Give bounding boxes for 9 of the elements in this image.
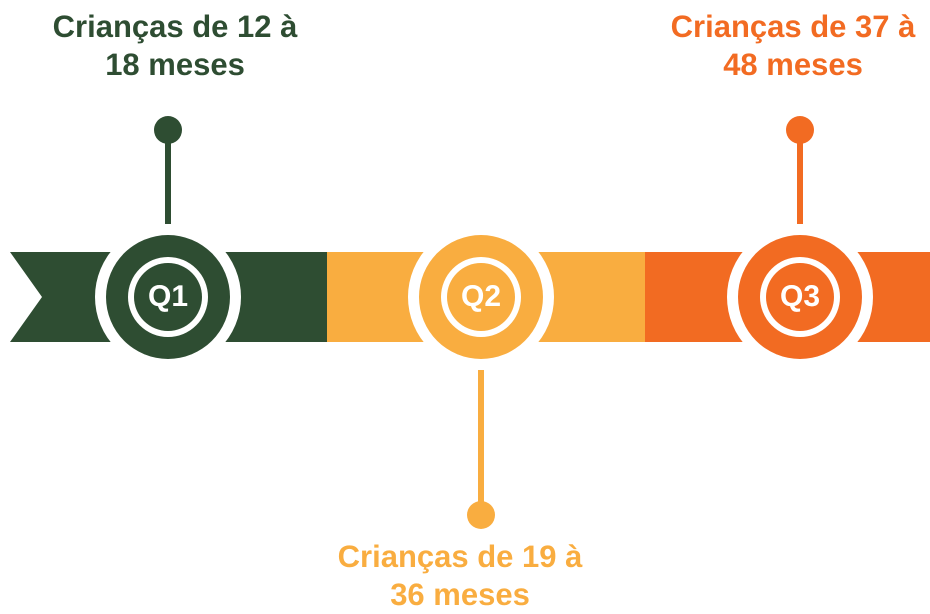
pin-connector <box>786 116 814 224</box>
milestone-label: Q2 <box>460 280 502 314</box>
milestone-label: Q3 <box>780 280 820 314</box>
timeline-label: Crianças de 12 à 18 meses <box>45 8 305 84</box>
pin-connector <box>154 116 182 224</box>
timeline-label: Crianças de 37 à 48 meses <box>663 8 923 84</box>
pin-connector <box>467 370 495 529</box>
timeline-label: Crianças de 19 à 36 meses <box>330 538 590 614</box>
milestone-label: Q1 <box>148 280 188 314</box>
